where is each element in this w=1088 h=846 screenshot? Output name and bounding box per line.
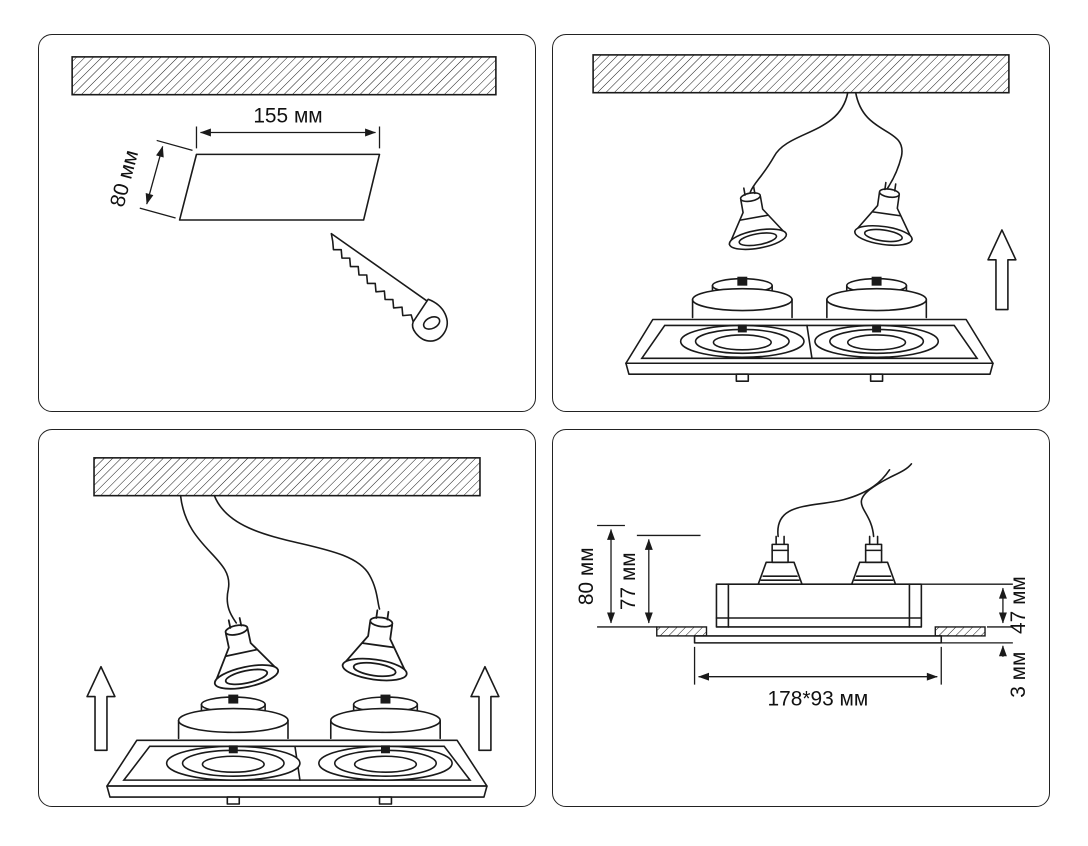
double-spot-fixture xyxy=(106,694,488,805)
step4-canvas: 80 мм 77 мм 47 мм 3 мм 1 xyxy=(575,463,1030,711)
step3-canvas xyxy=(86,457,500,805)
cutout-template xyxy=(178,153,381,221)
double-spot-fixture xyxy=(625,276,994,382)
height-body-label: 77 мм xyxy=(617,552,640,610)
ceiling-hatch xyxy=(71,56,497,96)
up-arrow-icon xyxy=(987,229,1017,311)
step1-canvas: 155 мм 80 мм xyxy=(71,56,497,342)
height-overall-dimension: 80 мм xyxy=(575,524,657,628)
width-dimension: 155 мм xyxy=(195,105,381,149)
panel-step-2 xyxy=(552,34,1050,412)
terminal-block xyxy=(737,276,748,286)
up-arrow-icon xyxy=(86,665,116,752)
lamp-holder xyxy=(757,535,803,585)
cutout-size-dimension: 178*93 мм xyxy=(693,646,942,711)
power-wire xyxy=(179,494,238,624)
panel-step-3 xyxy=(38,429,536,807)
up-arrow-icon xyxy=(470,665,500,752)
saw-handle-hole xyxy=(422,316,441,330)
recess-height-dimension: 47 мм xyxy=(921,576,1030,634)
fixture-front-edge xyxy=(106,785,488,798)
height-body-dimension: 77 мм xyxy=(617,534,701,624)
terminal-block xyxy=(871,276,882,286)
recess-height-label: 47 мм xyxy=(1007,576,1030,634)
fixture-flange xyxy=(693,635,943,644)
lamp-socket xyxy=(213,617,280,690)
power-wire xyxy=(749,91,849,193)
fixture-body xyxy=(715,583,923,628)
ceiling-hatch xyxy=(934,626,986,637)
hole-height-label: 80 мм xyxy=(106,148,143,210)
cutout-size-label: 178*93 мм xyxy=(768,688,869,711)
step2-canvas xyxy=(592,54,1017,382)
hand-saw-icon xyxy=(330,232,448,342)
ceiling-hatch xyxy=(592,54,1010,94)
power-wire xyxy=(213,494,381,610)
flange-height-label: 3 мм xyxy=(1007,652,1030,698)
power-wire xyxy=(854,91,903,189)
ceiling-hatch xyxy=(656,626,708,637)
fixture-front-edge xyxy=(625,362,994,375)
panel-step-1: 155 мм 80 мм xyxy=(38,34,536,412)
saw-handle xyxy=(411,298,448,342)
lamp-holder xyxy=(850,535,897,585)
power-wire xyxy=(860,463,913,538)
saw-blade xyxy=(330,232,429,326)
hole-width-label: 155 мм xyxy=(253,105,322,128)
lamp-socket xyxy=(341,609,408,682)
lamp-socket xyxy=(728,185,788,251)
height-overall-label: 80 мм xyxy=(575,547,598,605)
height-dimension: 80 мм xyxy=(106,139,193,219)
terminal-block xyxy=(380,694,391,704)
ceiling-hatch xyxy=(93,457,481,497)
panel-step-4: 80 мм 77 мм 47 мм 3 мм 1 xyxy=(552,429,1050,807)
terminal-block xyxy=(228,694,239,704)
flange-height-dimension: 3 мм xyxy=(941,642,1030,698)
power-wire xyxy=(777,468,891,538)
lamp-socket xyxy=(854,181,913,247)
